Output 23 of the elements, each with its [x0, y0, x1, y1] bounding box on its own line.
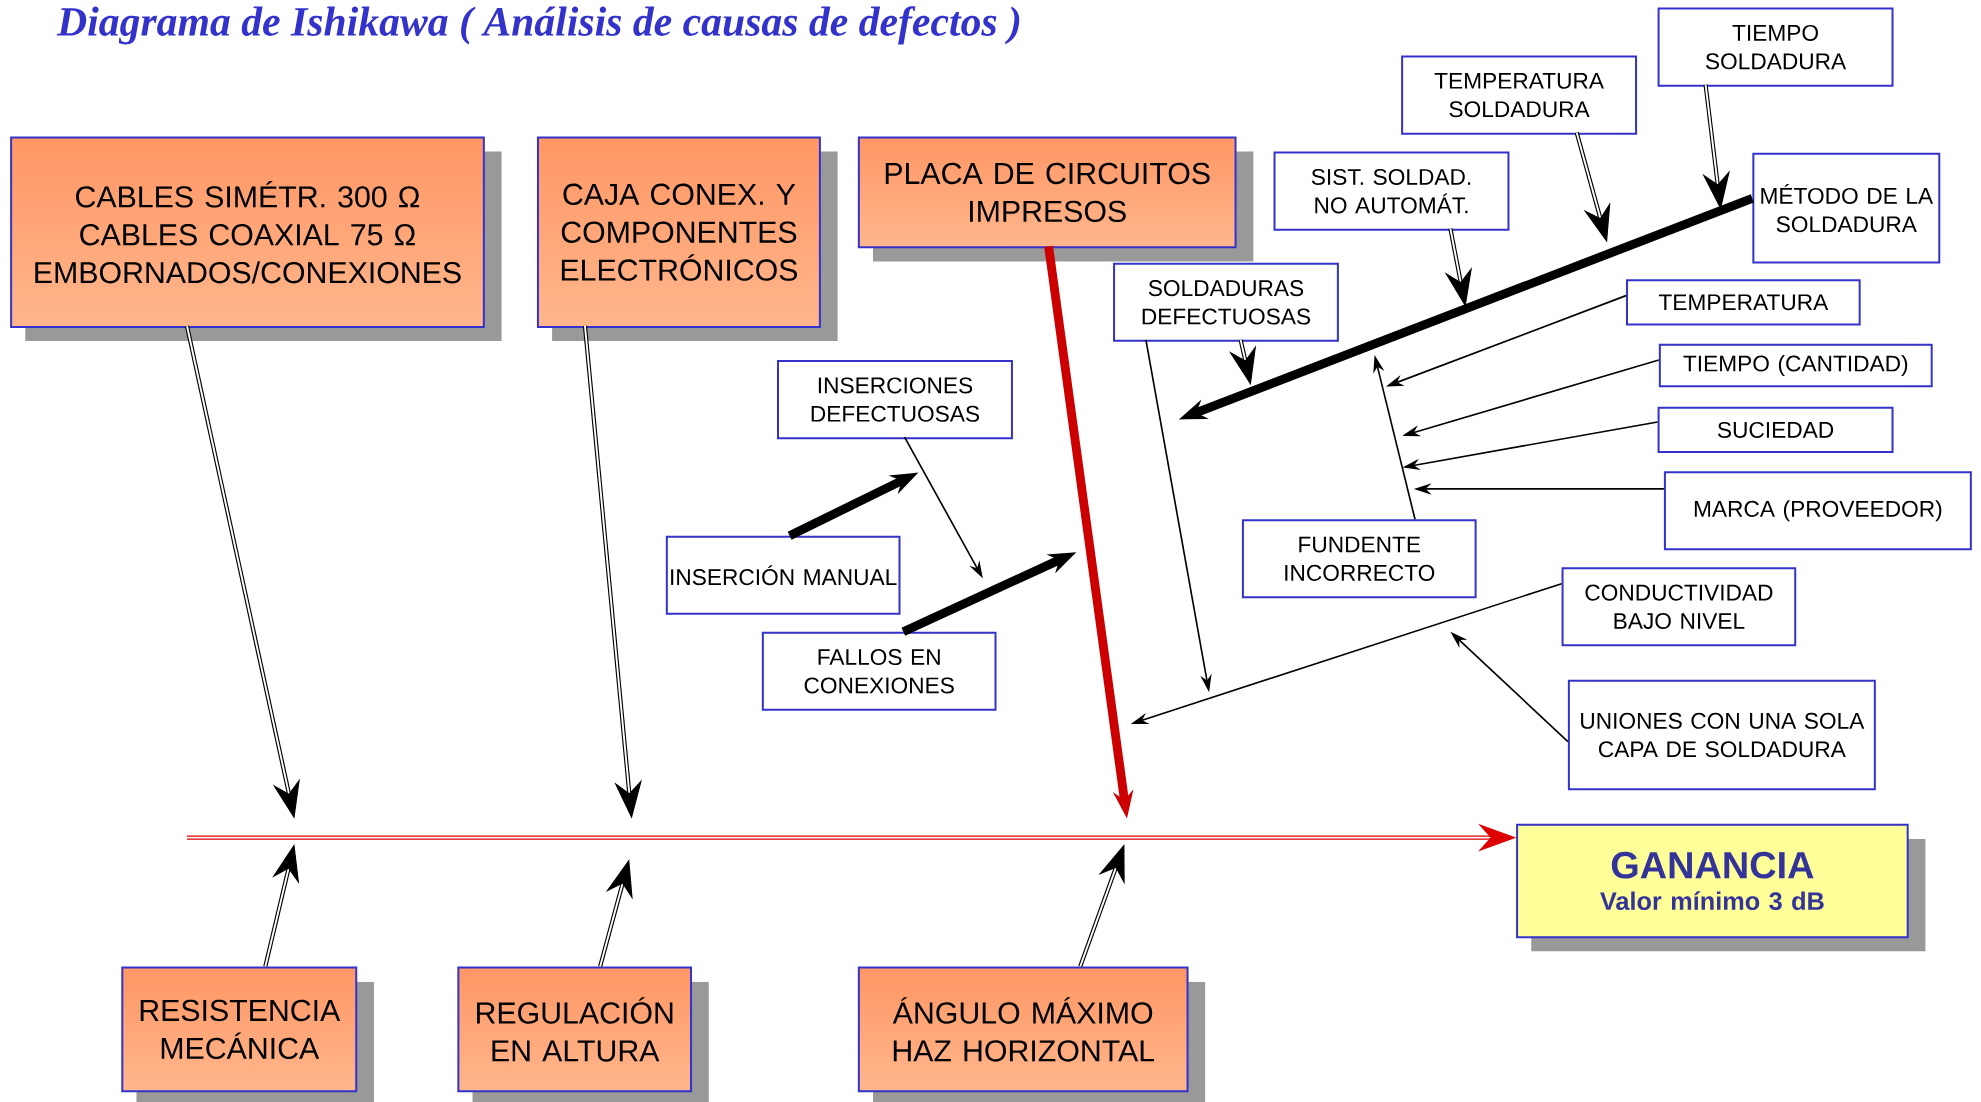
cause-box: MARCA (PROVEEDOR): [1663, 471, 1972, 551]
cause-box: TIEMPO (CANTIDAD): [1658, 343, 1933, 388]
cause-box: MÉTODO DE LA SOLDADURA: [1752, 152, 1941, 264]
cause-box: FALLOS EN CONEXIONES: [761, 631, 997, 711]
cause-box: FUNDENTE INCORRECTO: [1241, 519, 1477, 599]
cause-box: SOLDADURAS DEFECTUOSAS: [1113, 262, 1339, 342]
cause-box: REGULACIÓN EN ALTURA: [457, 966, 709, 1102]
cause-box: TEMPERATURA: [1626, 279, 1861, 326]
cause-box: ÁNGULO MÁXIMO HAZ HORIZONTAL: [857, 966, 1206, 1102]
cause-box: INSERCIÓN MANUAL: [665, 535, 901, 615]
cause-box: SUCIEDAD: [1657, 406, 1894, 454]
cause-box: SIST. SOLDAD. NO AUTOMÁT.: [1273, 151, 1510, 231]
cause-box: CAJA CONEX. Y COMPONENTES ELECTRÓNICOS: [536, 136, 838, 342]
cause-box: TIEMPO SOLDADURA: [1657, 7, 1894, 87]
title: Diagrama de Ishikawa ( Análisis de causas de defectos ): [56, 6, 1020, 45]
cause-box: CABLES SIMÉTR. 300 Ω CABLES COAXIAL 75 Ω EMBORNADOS/CONEXIONES: [10, 136, 502, 342]
effect-box: GANANCIA Valor mínimo 3 dB: [1516, 823, 1926, 952]
cause-box: CONDUCTIVIDAD BAJO NIVEL: [1561, 567, 1797, 647]
cause-box: TEMPERATURA SOLDADURA: [1401, 55, 1638, 135]
cause-box: UNIONES CON UNA SOLA CAPA DE SOLDADURA: [1567, 679, 1876, 791]
cause-box: RESISTENCIA MECÁNICA: [121, 966, 374, 1102]
cause-box: INSERCIONES DEFECTUOSAS: [777, 360, 1013, 440]
cause-box: PLACA DE CIRCUITOS IMPRESOS: [857, 136, 1254, 262]
